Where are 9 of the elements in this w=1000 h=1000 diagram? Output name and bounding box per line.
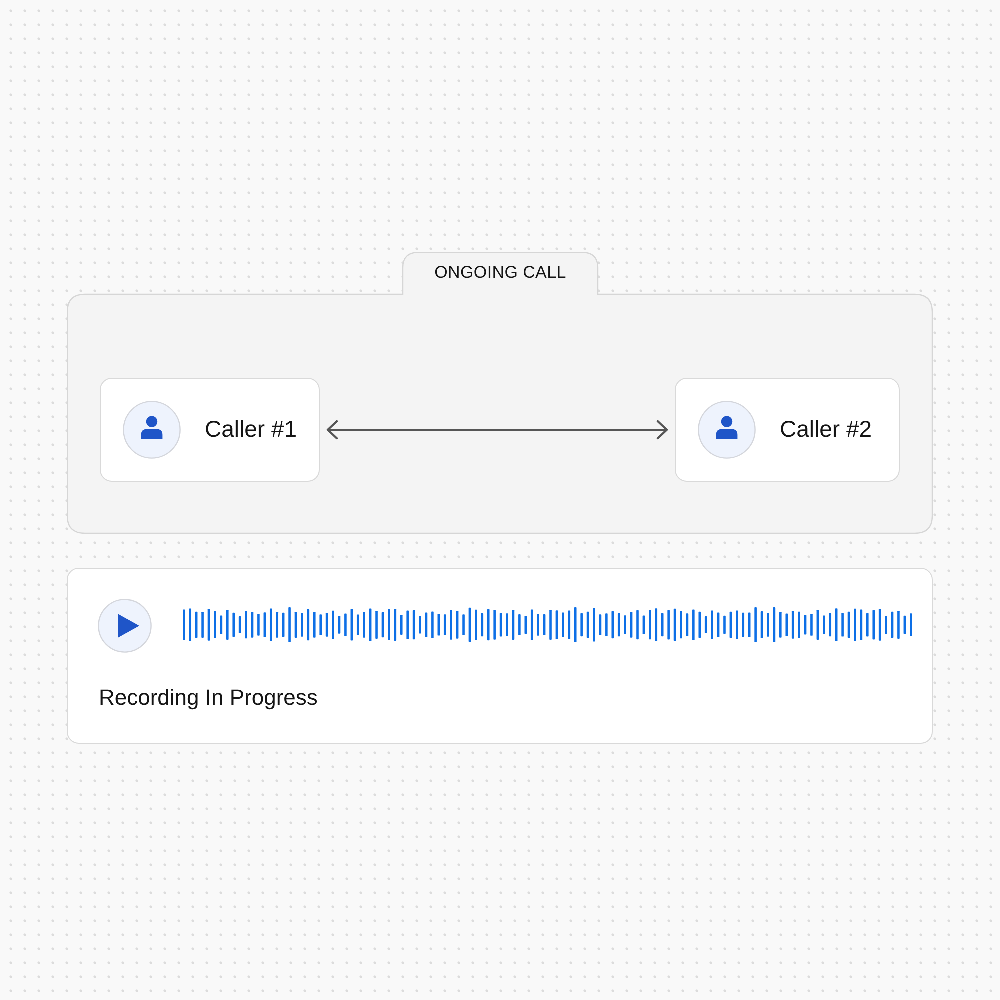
recording-card (67, 568, 933, 744)
caller-name: Caller #2 (780, 416, 872, 442)
caller-name: Caller #1 (205, 416, 298, 442)
caller-card (100, 378, 320, 482)
double-arrow (326, 420, 668, 440)
group-title: ONGOING CALL (434, 263, 566, 283)
recording-status: Recording In Progress (99, 685, 318, 710)
group-panel (67, 252, 933, 534)
caller-card (675, 378, 900, 482)
